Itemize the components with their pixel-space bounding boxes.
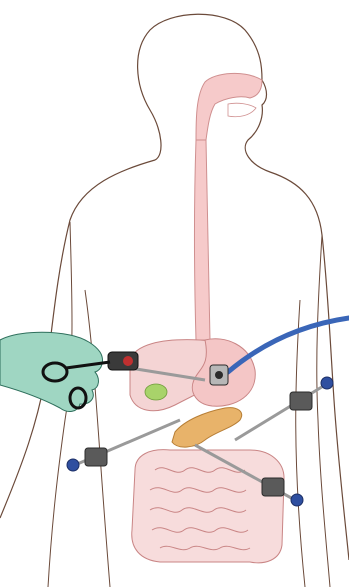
mouth	[228, 103, 256, 117]
esophagus	[195, 140, 211, 340]
grasper-handle	[108, 352, 138, 370]
right-torso	[296, 300, 305, 587]
endoscope-head	[210, 365, 228, 385]
left-torso	[85, 290, 110, 587]
gallbladder	[145, 384, 167, 400]
large-intestine	[132, 450, 284, 563]
right-arm-inner	[317, 235, 330, 587]
pancreas	[172, 408, 242, 447]
